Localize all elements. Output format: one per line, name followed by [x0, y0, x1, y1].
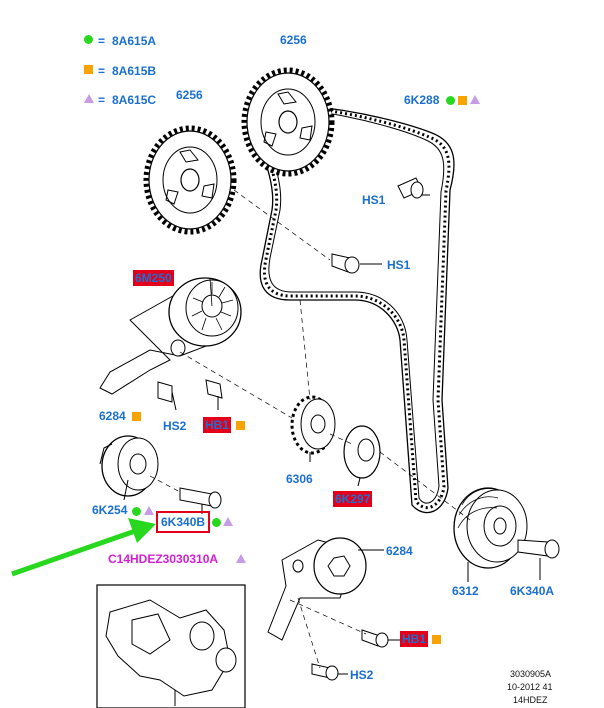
legend-equals: =: [98, 34, 106, 48]
purple-triangle-icon: [144, 506, 154, 515]
water-pump-inset: [96, 584, 246, 708]
label-hs2-lower: HS2: [350, 668, 374, 682]
label-6m250: 6M250: [133, 270, 174, 286]
camshaft-sprocket-top: [241, 67, 335, 177]
legend-equals: =: [98, 64, 106, 78]
bolt-hs1-upper: [397, 177, 430, 199]
timing-belt: [259, 105, 455, 514]
bolt-6k340b: [179, 487, 222, 514]
legend-equals: =: [98, 93, 106, 107]
orange-square-icon: [84, 65, 93, 74]
green-dot-icon: [212, 518, 221, 527]
orange-square-icon: [458, 96, 467, 105]
dashed-leader-lines: [149, 189, 471, 669]
label-6306: 6306: [286, 472, 313, 486]
label-hs1-lower: HS1: [387, 258, 411, 272]
crankshaft-pulley: [453, 487, 528, 582]
bolt-6k340a: [517, 539, 560, 580]
orange-square-icon: [432, 635, 441, 644]
label-6256-top: 6256: [280, 33, 307, 47]
tensioner-upper-assembly: [99, 277, 242, 395]
label-6k297: 6K297: [333, 491, 373, 507]
purple-triangle-icon: [236, 554, 246, 563]
bolt-hs2-lower: [311, 663, 348, 681]
orange-square-icon: [132, 412, 141, 421]
green-pointer-arrow: [11, 518, 156, 577]
label-6k288: 6K288: [404, 93, 440, 107]
label-hs2-upper: HS2: [163, 419, 187, 433]
label-hb1-upper: HB1: [203, 417, 232, 433]
bolt-hb1-upper: [205, 379, 223, 410]
reference-engine: 14HDEZ: [513, 695, 548, 705]
orange-square-icon: [236, 421, 245, 430]
label-6284-lower: 6284: [386, 544, 413, 558]
label-hs1-upper: HS1: [362, 193, 386, 207]
crankshaft-washer: [343, 425, 381, 487]
crankshaft-sprocket: [290, 395, 336, 462]
label-6312: 6312: [452, 584, 479, 598]
green-dot-icon: [446, 96, 455, 105]
camshaft-sprocket-left: [143, 125, 237, 235]
green-dot-icon: [132, 507, 141, 516]
legend-code: 8A615C: [112, 93, 157, 107]
label-c14hdez3030310a: C14HDEZ3030310A: [108, 552, 219, 566]
label-6k254: 6K254: [92, 503, 128, 517]
label-6256-left: 6256: [176, 88, 203, 102]
label-6284-upper: 6284: [99, 409, 126, 423]
label-6k340b: 6K340B: [156, 511, 211, 533]
bolt-hs1-lower: [331, 253, 382, 274]
legend-code: 8A615B: [112, 64, 157, 78]
bolt-hs2-upper: [157, 381, 177, 411]
reference-code: 3030905A: [510, 669, 552, 679]
reference-date: 10-2012 41: [507, 682, 553, 692]
legend-code: 8A615A: [112, 34, 157, 48]
green-dot-icon: [84, 35, 93, 44]
idler-pulley: [99, 435, 159, 501]
label-6k340a: 6K340A: [510, 584, 555, 598]
tensioner-lower-assembly: [267, 537, 384, 641]
purple-triangle-icon: [84, 94, 94, 103]
bolt-hb1-lower: [361, 629, 400, 648]
label-hb1-lower: HB1: [400, 631, 429, 647]
purple-triangle-icon: [223, 517, 233, 526]
purple-triangle-icon: [470, 95, 480, 104]
